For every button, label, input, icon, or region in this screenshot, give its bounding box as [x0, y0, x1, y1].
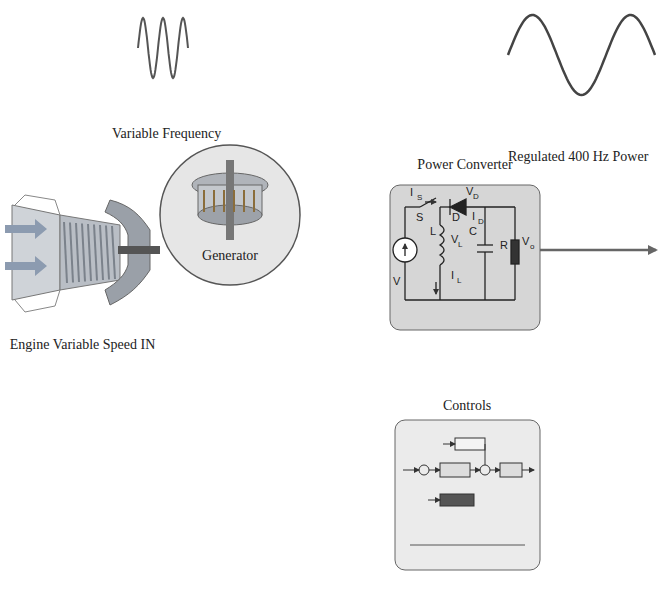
circuit-symbol-label: R	[500, 240, 508, 251]
circuit-symbol-label: V	[451, 234, 458, 245]
circuit-symbol-label: L	[430, 226, 436, 237]
circuit-symbol-label: S	[417, 194, 422, 202]
circuit-symbol-label: V	[522, 236, 529, 247]
circuit-symbol-label: D	[478, 218, 484, 226]
node-title: Controls	[443, 398, 491, 414]
engine-illustration	[5, 195, 160, 312]
circuit-symbol-label: L	[458, 241, 462, 249]
converter-node: Power Converter	[390, 185, 540, 330]
circuit-symbol-label: I	[472, 211, 475, 222]
node-title: Power Converter	[417, 157, 512, 173]
circuit-symbol-label: D	[452, 212, 460, 223]
generator-circle	[160, 145, 300, 285]
circuit-symbol-label: I	[451, 270, 454, 281]
output-arrow	[540, 249, 656, 252]
control-block-diagram	[403, 438, 534, 545]
circuit-symbol-label: I	[410, 187, 413, 198]
circuit-symbol-label: o	[530, 243, 534, 251]
circuit-symbol-label: V	[466, 186, 473, 197]
signal-caption: Regulated 400 Hz Power	[508, 150, 648, 164]
sine-wave	[138, 18, 188, 78]
controls-panel	[395, 420, 540, 570]
circuit-symbol-label: V	[393, 276, 400, 287]
circuit-symbol-label: D	[473, 193, 479, 201]
node-title: Generator	[202, 248, 258, 264]
controls-node: Controls	[395, 420, 540, 570]
buck-boost-circuit	[393, 198, 519, 300]
circuit-symbol-label: C	[469, 226, 477, 237]
circuit-symbol-label: S	[416, 212, 423, 223]
node-title: Engine Variable Speed IN	[10, 337, 156, 353]
generator-node: Generator	[160, 145, 300, 285]
circuit-symbol-label: L	[457, 277, 461, 285]
generator-illustration	[192, 160, 268, 240]
signal-caption: Variable Frequency	[112, 127, 221, 141]
engine-node: Engine Variable Speed IN	[5, 195, 160, 360]
sine-wave	[508, 15, 655, 95]
converter-panel	[390, 185, 540, 330]
